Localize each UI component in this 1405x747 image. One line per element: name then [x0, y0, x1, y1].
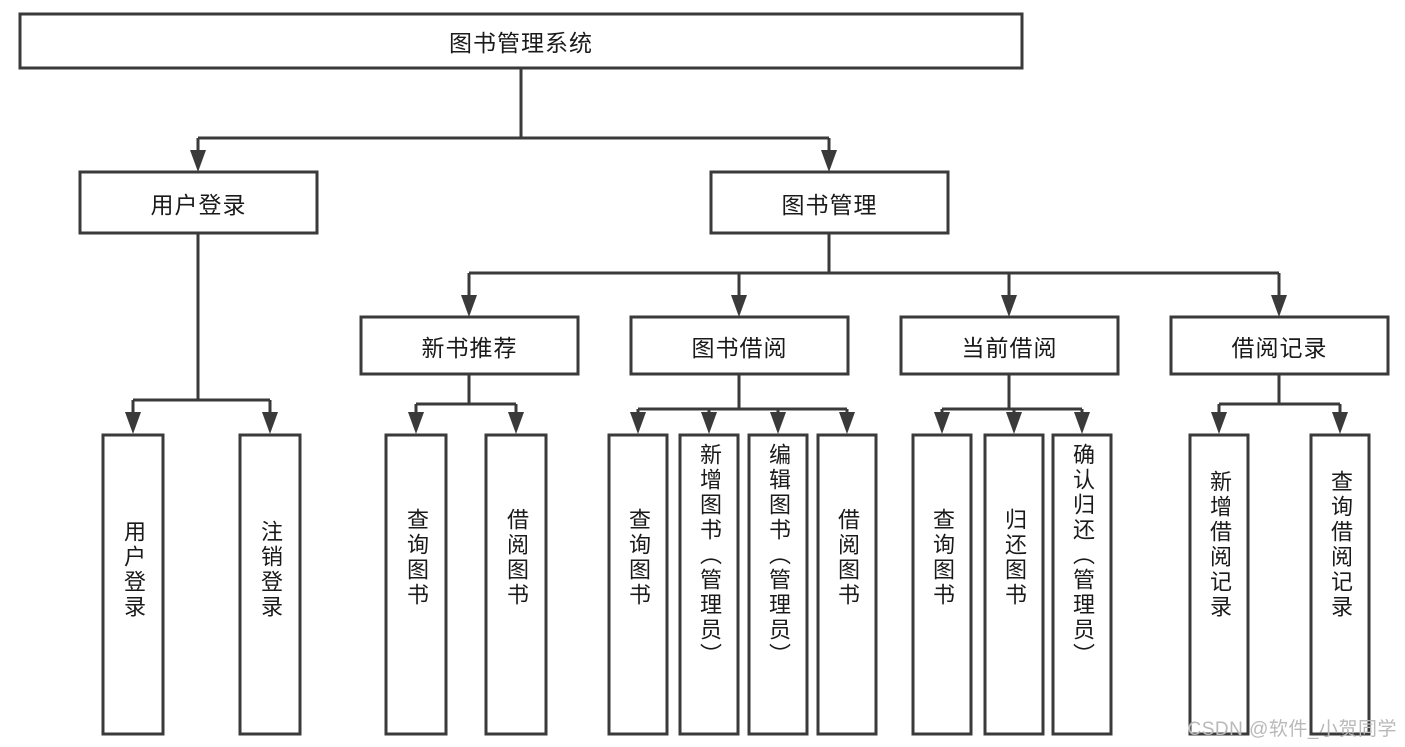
node-box-book-borrow[interactable] — [629, 315, 850, 376]
node-box-leaf-query-book-1[interactable] — [384, 433, 448, 736]
node-box-user-login[interactable] — [78, 170, 319, 235]
node-box-new-book-recommend[interactable] — [359, 315, 580, 376]
arrow-head-icon — [934, 412, 950, 434]
arrow-head-icon — [821, 150, 837, 172]
node-box-leaf-query-borrow-record[interactable] — [1309, 433, 1371, 736]
connector-group-root — [190, 68, 837, 172]
arrow-head-icon — [731, 295, 747, 317]
arrow-head-icon — [125, 412, 141, 434]
connector-group-current-borrow — [934, 374, 1090, 434]
node-box-leaf-add-borrow-record[interactable] — [1188, 433, 1250, 736]
arrow-head-icon — [408, 412, 424, 434]
node-box-borrow-records[interactable] — [1169, 315, 1390, 376]
connector-group-book-borrow — [630, 374, 855, 434]
connector-group-new-book-recommend — [408, 374, 524, 434]
arrow-head-icon — [508, 412, 524, 434]
arrow-head-icon — [190, 150, 206, 172]
node-box-leaf-borrow-book-1[interactable] — [484, 433, 548, 736]
arrow-head-icon — [461, 295, 477, 317]
arrow-head-icon — [630, 412, 646, 434]
node-box-leaf-edit-book-admin[interactable] — [747, 433, 809, 736]
node-box-leaf-confirm-return-admin[interactable] — [1051, 433, 1113, 736]
node-box-current-borrow[interactable] — [899, 315, 1120, 376]
connector-group-book-manage — [461, 233, 1287, 317]
arrow-head-icon — [770, 412, 786, 434]
arrow-head-icon — [1001, 295, 1017, 317]
arrow-head-icon — [1074, 412, 1090, 434]
arrow-head-icon — [1211, 412, 1227, 434]
node-box-leaf-add-book-admin[interactable] — [678, 433, 740, 736]
arrow-head-icon — [1332, 412, 1348, 434]
connector-group-user-login — [125, 233, 278, 434]
node-box-leaf-query-book-3[interactable] — [911, 433, 973, 736]
node-box-leaf-borrow-book-2[interactable] — [816, 433, 878, 736]
node-box-leaf-user-login[interactable] — [101, 433, 165, 736]
arrow-head-icon — [839, 412, 855, 434]
connector-group-borrow-records — [1211, 374, 1348, 434]
arrow-head-icon — [701, 412, 717, 434]
node-box-book-manage[interactable] — [709, 170, 950, 235]
node-box-leaf-return-book[interactable] — [983, 433, 1045, 736]
node-box-root[interactable] — [18, 12, 1024, 70]
arrow-head-icon — [1006, 412, 1022, 434]
node-box-leaf-logout-login[interactable] — [238, 433, 302, 736]
node-box-leaf-query-book-2[interactable] — [607, 433, 669, 736]
arrow-head-icon — [262, 412, 278, 434]
arrow-head-icon — [1271, 295, 1287, 317]
